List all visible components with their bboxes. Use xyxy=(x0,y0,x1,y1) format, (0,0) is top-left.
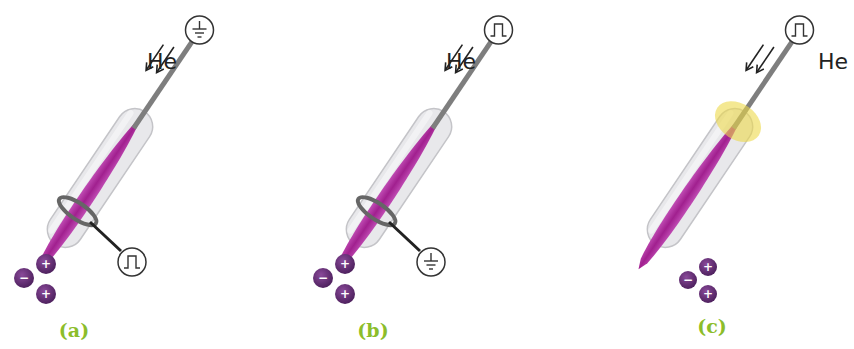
ion-sign: + xyxy=(703,288,713,300)
ion-sign: − xyxy=(683,274,693,286)
ion-sign: − xyxy=(318,272,328,284)
ion-sign: − xyxy=(19,272,29,284)
panel-label: (a) xyxy=(59,321,89,340)
ion-sign: + xyxy=(340,258,350,270)
gas-label: He xyxy=(818,51,848,73)
gas-label: He xyxy=(446,51,476,73)
ion-sign: + xyxy=(703,261,713,273)
gas-label: He xyxy=(147,51,177,73)
ion-sign: + xyxy=(340,288,350,300)
ion-sign: + xyxy=(41,258,51,270)
panel-label: (c) xyxy=(697,317,727,336)
panel-label: (b) xyxy=(357,321,388,340)
ion-sign: + xyxy=(41,288,51,300)
